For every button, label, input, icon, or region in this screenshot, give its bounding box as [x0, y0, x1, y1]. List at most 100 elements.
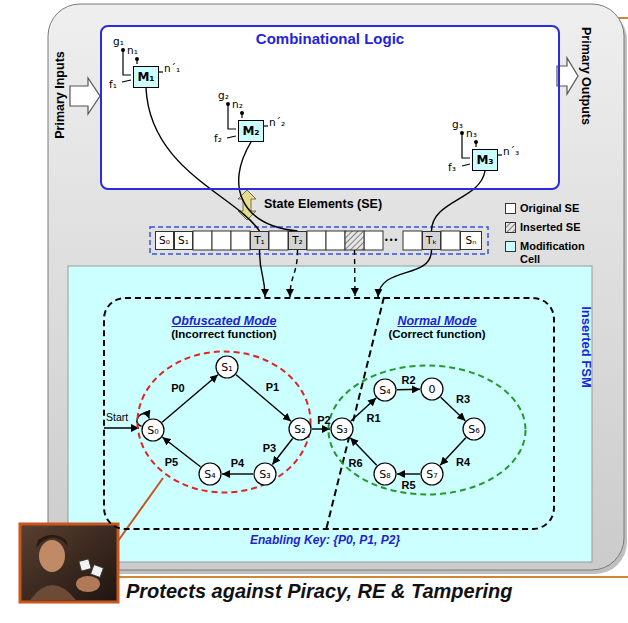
cell-name: M₃ [476, 153, 493, 167]
mode-title: Normal Mode [397, 314, 476, 328]
se-cell [212, 231, 231, 250]
mode-ellipse: Obfuscated Mode(Incorrect function)S₀S₁S… [136, 350, 312, 494]
connector [312, 428, 330, 429]
edge-label: R3 [456, 393, 470, 406]
leader-line [118, 478, 163, 541]
signal-name: f₁ [109, 78, 117, 91]
accent-line [118, 576, 628, 578]
state-ring [374, 379, 396, 401]
edge-label: R1 [366, 411, 380, 424]
signal-name: g₂ [218, 89, 229, 102]
modification-cell: M₂ [238, 120, 264, 142]
state-name: 0 [429, 383, 436, 396]
state-circle: S₇ [420, 462, 444, 486]
edge-label: P1 [266, 381, 279, 394]
cell-name: M₁ [137, 70, 154, 84]
edge-label: P4 [231, 457, 244, 470]
mode-divider [326, 297, 384, 530]
caption: Protects against Piracy, RE & Tampering [126, 580, 512, 603]
edge-label: R5 [401, 479, 415, 492]
legend-text: Inserted SE [520, 221, 600, 234]
edge-label: R6 [348, 456, 362, 469]
signal-wires [122, 50, 502, 166]
state-ring [216, 356, 238, 378]
modification-cell: M₁ [133, 66, 159, 88]
panel-shadow [51, 8, 627, 574]
connector [222, 473, 253, 474]
legend-text: Modification Cell [520, 240, 600, 266]
state-ring [421, 378, 443, 400]
edge-label: P5 [165, 456, 178, 469]
state-name: S₃ [336, 423, 347, 436]
state-name: S₀ [147, 424, 158, 437]
signal-name: n₁ [127, 44, 138, 57]
state-ring [463, 418, 485, 440]
output-arrow [557, 58, 578, 94]
state-circle: S₁ [215, 355, 239, 379]
state-ring [374, 463, 396, 485]
state-circle: S₃ [253, 462, 277, 486]
edge-label: R4 [456, 455, 470, 468]
mode-ellipse: Normal Mode(Correct function)S₃S₄0S₆S₇S₈ [327, 364, 527, 496]
state-circle: S₄ [373, 378, 397, 402]
input-arrow [70, 78, 100, 114]
state-circle: S₈ [373, 462, 397, 486]
wire [462, 164, 470, 166]
state-element: S₀ [155, 231, 174, 250]
element-name: Sₙ [466, 234, 477, 247]
mode-note: (Correct function) [388, 328, 485, 340]
hatched-swatch [506, 223, 516, 233]
se-cell [441, 231, 460, 250]
wire-dot [121, 48, 125, 52]
element-name: S₀ [159, 234, 170, 247]
se-link [354, 250, 356, 296]
wire-dot [135, 57, 139, 61]
se-cell [403, 231, 422, 250]
signal-name: f₂ [214, 132, 222, 145]
signal-name: g₁ [113, 35, 124, 48]
signal-name: n₂ [232, 98, 243, 111]
se-cell [326, 231, 345, 250]
fsm-ground [68, 266, 592, 562]
se-cell [269, 231, 288, 250]
signal-dots [121, 48, 478, 144]
side-label: Primary Outputs [579, 27, 593, 125]
photo-face [39, 540, 65, 572]
element-name: T₁ [254, 234, 265, 247]
cell-name: M₂ [242, 124, 259, 138]
connector [397, 389, 420, 391]
se-cells [193, 231, 460, 250]
edge-label: P3 [263, 441, 276, 454]
state-circle: S₃ [330, 417, 354, 441]
start-label: Start [106, 411, 128, 424]
signal-name: g₃ [452, 118, 463, 131]
photo-dice [91, 565, 104, 578]
state-ring [142, 419, 164, 441]
se-cell [231, 231, 250, 250]
signal-name: f₃ [448, 161, 456, 174]
signal-name: n´₃ [503, 145, 519, 158]
edge-label: R2 [401, 373, 415, 386]
chip-panel [48, 4, 624, 570]
connector [290, 250, 298, 297]
state-element: T₁ [250, 231, 269, 250]
mode-ring [329, 366, 526, 495]
state-element: Tₖ [422, 231, 441, 250]
connector [260, 250, 266, 297]
state-name: S₇ [426, 468, 437, 481]
state-ring [199, 463, 221, 485]
edge-label: P0 [171, 381, 184, 394]
state-element: T₂ [288, 231, 307, 250]
state-name: S₃ [259, 468, 270, 481]
photo-dice [79, 559, 91, 571]
connector [378, 250, 432, 297]
element-name: S₁ [178, 234, 189, 247]
photo-hair [36, 535, 68, 548]
state-element: S₁ [174, 231, 193, 250]
photo-body [30, 585, 76, 600]
connector [397, 473, 420, 474]
state-name: S₈ [379, 468, 390, 481]
logic-block: Combinational LogicM₁ M₂ M₃ [100, 25, 560, 190]
block-title: Combinational Logic [102, 30, 558, 47]
state-name: S₄ [379, 384, 390, 397]
